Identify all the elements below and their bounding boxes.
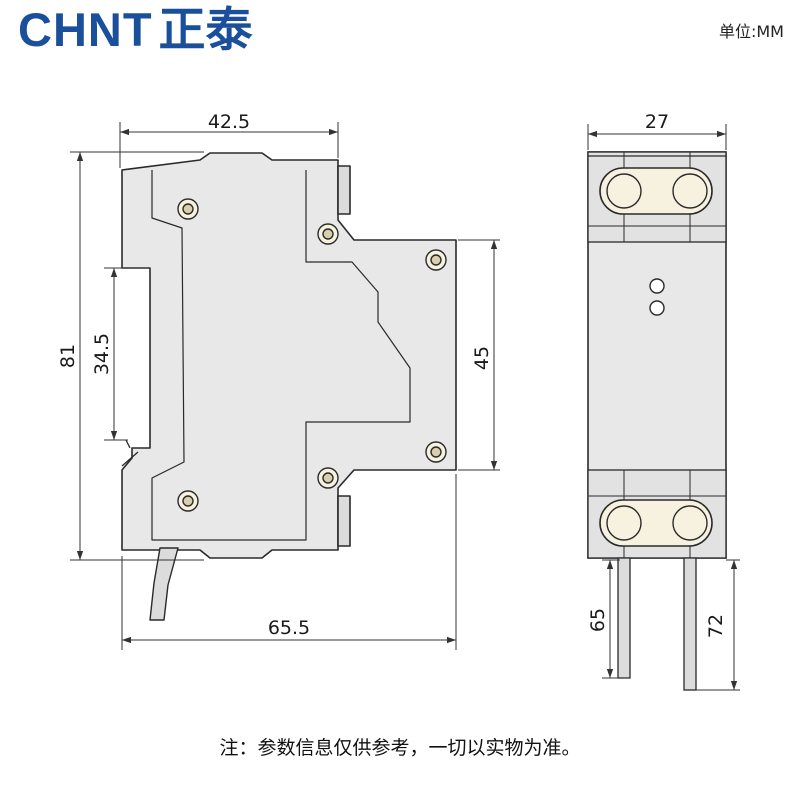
- front-view-lead-long: [683, 557, 697, 691]
- screw: [606, 173, 642, 209]
- side-view-lead-wire: [149, 547, 179, 621]
- side-view-bottom-latch: [337, 495, 351, 547]
- dim-label-height: 81: [57, 344, 79, 368]
- dim-label-step: 45: [471, 346, 493, 370]
- unit-label: 单位:MM: [718, 22, 784, 41]
- dim-label-front-width: 27: [645, 111, 669, 133]
- side-view-dimensions: [70, 122, 500, 650]
- side-view-dimension-labels: 42.5 81 34.5 45 65.5: [57, 111, 493, 639]
- brand-logo-latin: CHNT: [18, 3, 153, 56]
- disclaimer-note: 注：参数信息仅供参考，一切以实物为准。: [219, 737, 581, 759]
- dim-label-width-top: 42.5: [208, 111, 250, 133]
- indicator-hole: [649, 278, 665, 294]
- front-view-lead-wires: [617, 557, 697, 691]
- screw: [672, 505, 708, 541]
- front-view: [587, 151, 727, 559]
- side-view-body: [121, 152, 457, 559]
- screw: [672, 173, 708, 209]
- front-view-indicators: [649, 278, 665, 316]
- dim-label-rail: 34.5: [91, 333, 113, 375]
- dim-label-lead-long: 72: [705, 614, 727, 638]
- front-view-dimension-labels: 27 65 72: [587, 111, 727, 638]
- front-view-screws: [606, 173, 708, 541]
- dim-label-depth: 65.5: [268, 617, 310, 639]
- screw: [606, 505, 642, 541]
- indicator-hole: [649, 300, 665, 316]
- front-view-dimensions: [587, 124, 740, 691]
- brand-logo-chinese: 正泰: [158, 3, 253, 56]
- side-view-inner-panel: [151, 170, 411, 541]
- side-view-screws: [177, 198, 447, 512]
- side-view-din-clip: [121, 439, 139, 467]
- front-view-lead-short: [617, 557, 631, 679]
- dim-label-lead-short: 65: [587, 608, 609, 632]
- side-view-top-latch: [337, 165, 351, 215]
- side-view: [121, 152, 457, 621]
